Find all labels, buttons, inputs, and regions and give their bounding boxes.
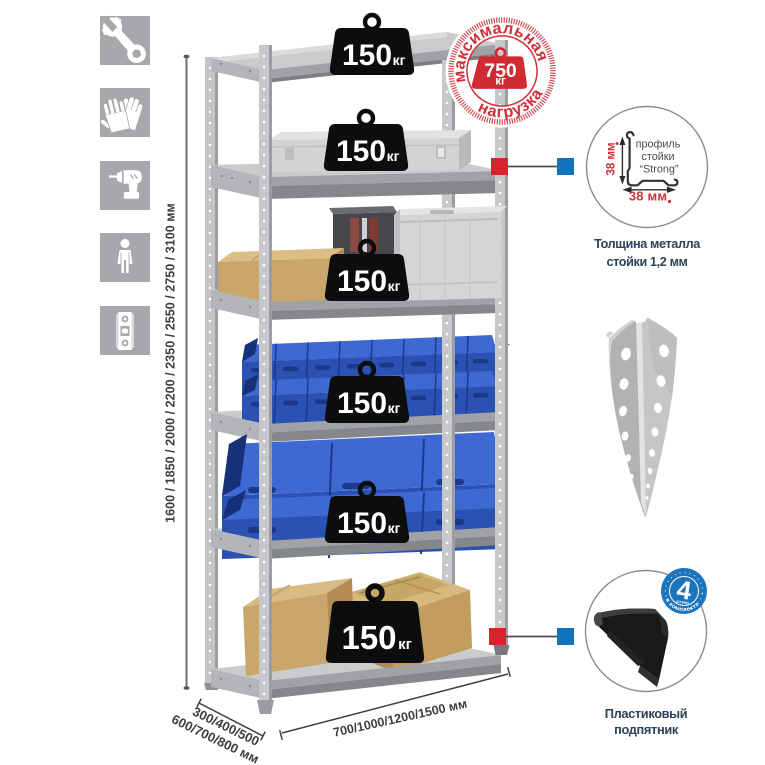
svg-text:150: 150 [341, 619, 396, 656]
svg-text:4: 4 [675, 574, 694, 606]
svg-text:штуки: штуки [676, 599, 690, 606]
svg-text:кг: кг [495, 75, 506, 87]
svg-text:750: 750 [484, 60, 517, 82]
svg-text:Пластиковый: Пластиковый [605, 706, 688, 721]
svg-text:“Strong”: “Strong” [639, 164, 678, 176]
svg-text:1600 / 1850 / 2000 / 2200 / 23: 1600 / 1850 / 2000 / 2200 / 2350 / 2550 … [164, 203, 178, 523]
svg-text:стойки 1,2 мм: стойки 1,2 мм [606, 255, 687, 269]
svg-text:подпятник: подпятник [614, 722, 679, 737]
svg-text:Толщина металла: Толщина металла [594, 237, 701, 251]
svg-text:кг: кг [398, 636, 412, 653]
svg-text:стойки: стойки [641, 151, 674, 163]
svg-text:150: 150 [342, 39, 392, 72]
svg-text:кг: кг [393, 52, 406, 68]
svg-text:38 мм: 38 мм [629, 189, 667, 204]
svg-text:профиль: профиль [636, 139, 681, 151]
svg-text:38 мм: 38 мм [606, 142, 618, 175]
